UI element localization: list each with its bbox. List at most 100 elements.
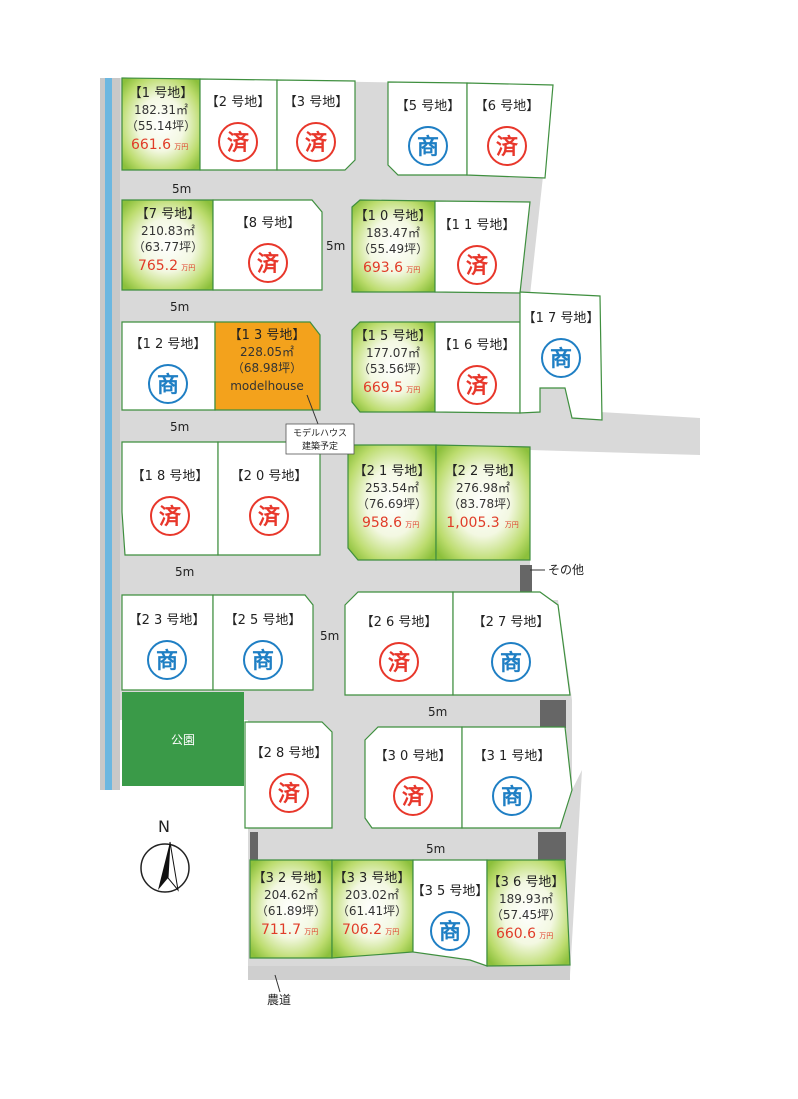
lot-5[interactable]: 【5 号地】商	[387, 81, 468, 176]
lot-12[interactable]: 【1 2 号地】商	[121, 321, 216, 411]
lot-28[interactable]: 【2 8 号地】済	[244, 721, 333, 829]
lot-price: 661.6	[131, 137, 171, 153]
park: 公園	[122, 692, 244, 786]
lot-model-label: modelhouse	[230, 379, 304, 393]
commercial-mark-icon	[147, 640, 187, 680]
lot-name: 【3 3 号地】	[334, 871, 411, 886]
lot-31[interactable]: 【3 1 号地】商	[461, 726, 573, 829]
lot-price: 711.7	[261, 922, 301, 938]
lot-name: 【3 0 号地】	[375, 749, 452, 764]
lot-price: 1,005.3	[446, 515, 499, 531]
lot-area-tsubo: （55.49坪）	[358, 242, 428, 256]
road-width-label: 5m	[170, 300, 189, 314]
lot-20[interactable]: 【2 0 号地】済	[217, 441, 321, 556]
lot-23[interactable]: 【2 3 号地】商	[121, 594, 214, 691]
lot-name: 【1 1 号地】	[439, 218, 516, 233]
sold-mark-icon	[296, 122, 336, 162]
commercial-mark-text: 商	[156, 648, 178, 674]
lot-name: 【8 号地】	[236, 216, 300, 231]
lot-price-unit: 万円	[405, 521, 419, 529]
lot-price: 660.6	[496, 926, 536, 942]
road-width-label: 5m	[170, 420, 189, 434]
lot-price-unit: 万円	[385, 928, 399, 936]
lot-8[interactable]: 【8 号地】済	[212, 199, 323, 291]
commercial-mark-text: 商	[500, 650, 522, 676]
sold-mark-icon	[487, 126, 527, 166]
sold-mark-icon	[379, 642, 419, 682]
lot-area-tsubo: （83.78坪）	[448, 497, 518, 511]
lot-25[interactable]: 【2 5 号地】商	[212, 594, 314, 691]
farm-road-label: 農道	[267, 993, 291, 1007]
lot-2[interactable]: 【2 号地】済	[199, 78, 278, 171]
sold-mark-text: 済	[227, 130, 250, 156]
lot-name: 【2 5 号地】	[225, 613, 302, 628]
sold-mark-text: 済	[159, 504, 182, 530]
lot-30[interactable]: 【3 0 号地】済	[364, 726, 463, 829]
lot-area-m2: 276.98㎡	[456, 481, 510, 495]
lot-3[interactable]: 【3 号地】済	[276, 79, 356, 171]
lot-name: 【7 号地】	[136, 207, 200, 222]
sold-mark-icon	[249, 496, 289, 536]
lot-name: 【1 2 号地】	[130, 337, 207, 352]
sold-mark-text: 済	[278, 781, 301, 807]
commercial-mark-text: 商	[157, 372, 179, 398]
other-parcel	[540, 700, 566, 728]
lot-17[interactable]: 【1 7 号地】商	[519, 291, 603, 421]
lot-area-tsubo: （53.56坪）	[358, 362, 428, 376]
lot-name: 【3 1 号地】	[474, 749, 551, 764]
sold-mark-icon	[457, 365, 497, 405]
road-width-label: 5m	[320, 629, 339, 643]
road-width-label: 5m	[428, 705, 447, 719]
lot-name: 【1 号地】	[129, 86, 193, 101]
lot-name: 【2 1 号地】	[354, 464, 431, 479]
lot-price-unit: 万円	[406, 266, 420, 274]
lot-area-tsubo: （57.45坪）	[491, 908, 561, 922]
other-parcel	[520, 565, 532, 595]
lot-name: 【1 6 号地】	[439, 338, 516, 353]
lot-name: 【1 7 号地】	[523, 311, 600, 326]
sold-mark-text: 済	[496, 134, 519, 160]
lot-13[interactable]: 【1 3 号地】228.05㎡（68.98坪）modelhouse	[214, 321, 321, 411]
lot-parcel	[435, 444, 531, 561]
commercial-mark-icon	[491, 642, 531, 682]
sold-mark-text: 済	[305, 130, 328, 156]
lot-26[interactable]: 【2 6 号地】済	[344, 591, 454, 696]
lot-price-unit: 万円	[304, 928, 318, 936]
sold-mark-text: 済	[402, 784, 425, 810]
lot-price-unit: 万円	[181, 264, 195, 272]
lot-11[interactable]: 【1 1 号地】済	[434, 200, 531, 294]
lot-18[interactable]: 【1 8 号地】済	[121, 441, 219, 556]
lot-name: 【1 8 号地】	[132, 469, 209, 484]
lot-area-m2: 177.07㎡	[366, 346, 420, 360]
sold-mark-text: 済	[466, 373, 489, 399]
lot-27[interactable]: 【2 7 号地】商	[452, 591, 571, 696]
other-parcel	[250, 832, 258, 860]
lot-area-m2: 183.47㎡	[366, 226, 420, 240]
lot-16[interactable]: 【1 6 号地】済	[434, 321, 521, 414]
lot-6[interactable]: 【6 号地】済	[466, 82, 554, 179]
lot-parcel	[347, 444, 437, 561]
other-parcel	[538, 832, 566, 860]
sold-mark-text: 済	[466, 253, 489, 279]
commercial-mark-text: 商	[252, 648, 274, 674]
sold-mark-icon	[269, 773, 309, 813]
lot-area-m2: 204.62㎡	[264, 888, 318, 902]
road-width-label: 5m	[326, 239, 345, 253]
lot-area-m2: 182.31㎡	[134, 103, 188, 117]
commercial-mark-text: 商	[550, 346, 572, 372]
lot-area-m2: 189.93㎡	[499, 892, 553, 906]
lot-name: 【6 号地】	[475, 99, 539, 114]
sold-mark-icon	[393, 776, 433, 816]
sold-mark-icon	[218, 122, 258, 162]
lot-35[interactable]: 【3 5 号地】商	[412, 859, 489, 967]
